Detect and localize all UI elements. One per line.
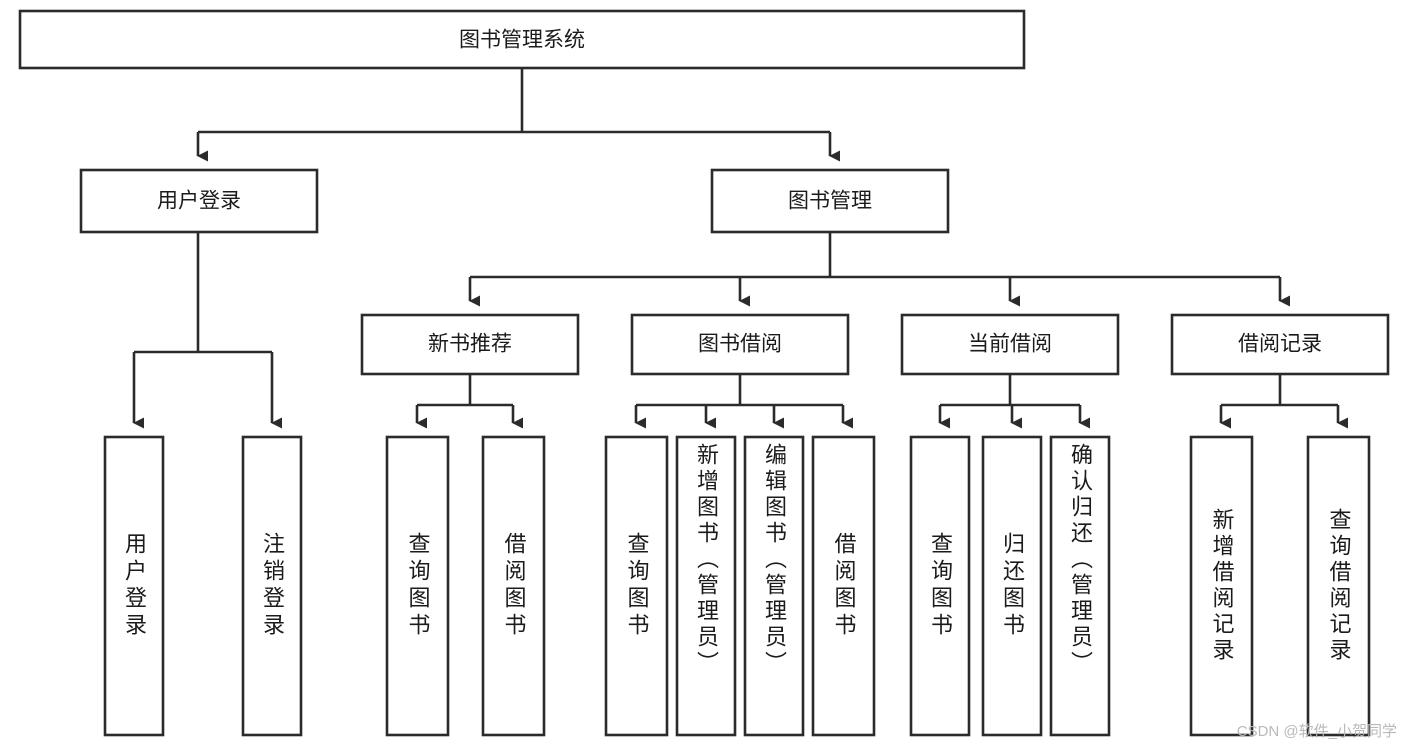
leaf-add-book-admin-label: 新增图书（管理员） <box>694 443 719 677</box>
leaf-query-book-2[interactable] <box>604 435 669 737</box>
leaf-borrow-book-2-label: 借阅图书 <box>831 532 857 640</box>
node-user-login[interactable]: 用户登录 <box>79 168 319 234</box>
leaf-confirm-return-admin-label: 确认归还（管理员） <box>1068 443 1093 677</box>
node-book-manage[interactable]: 图书管理 <box>710 168 950 234</box>
leaf-borrow-book-2[interactable] <box>811 435 876 737</box>
leaf-return-book-rect[interactable] <box>981 435 1043 737</box>
leaf-confirm-return-admin-rect[interactable] <box>1049 435 1111 737</box>
leaf-add-book-admin-label-wrap: 新增图书（管理员） <box>677 443 735 735</box>
leaf-borrow-book-2-label-wrap: 借阅图书 <box>813 437 874 735</box>
connector-layer <box>132 68 1349 429</box>
leaf-confirm-return-admin-label-wrap: 确认归还（管理员） <box>1051 443 1109 735</box>
leaf-edit-book-admin-label: 编辑图书（管理员） <box>762 443 787 677</box>
leaf-confirm-return-admin[interactable] <box>1049 435 1111 737</box>
leaf-query-book-3-label-wrap: 查询图书 <box>911 437 969 735</box>
leaf-query-book-3[interactable] <box>909 435 971 737</box>
leaf-query-borrow-record-label: 查询借阅记录 <box>1326 508 1352 664</box>
leaf-return-book-label-wrap: 归还图书 <box>983 437 1041 735</box>
leaf-user-login-label-wrap: 用户登录 <box>105 437 163 735</box>
leaf-query-book-2-rect[interactable] <box>604 435 669 737</box>
leaf-query-book-2-label: 查询图书 <box>624 532 650 640</box>
leaf-user-login-label: 用户登录 <box>122 532 147 640</box>
leaf-borrow-book-1[interactable] <box>481 435 546 737</box>
leaf-edit-book-admin-label-wrap: 编辑图书（管理员） <box>745 443 803 735</box>
node-current-borrow[interactable]: 当前借阅 <box>900 313 1120 376</box>
leaf-borrow-book-1-label: 借阅图书 <box>501 532 527 640</box>
leaf-add-borrow-record-label: 新增借阅记录 <box>1209 508 1235 664</box>
leaf-return-book[interactable] <box>981 435 1043 737</box>
node-new-book-recommend-rect[interactable] <box>360 313 580 376</box>
leaf-query-book-1-rect[interactable] <box>385 435 450 737</box>
leaf-query-book-3-label: 查询图书 <box>928 532 953 640</box>
watermark: CSDN @软件_小贺同学 <box>1236 723 1397 740</box>
node-user-login-label: 用户登录 <box>157 190 241 213</box>
leaf-query-book-1[interactable] <box>385 435 450 737</box>
leaf-query-borrow-record-label-wrap: 查询借阅记录 <box>1308 437 1369 735</box>
leaf-add-book-admin-rect[interactable] <box>675 435 737 737</box>
leaf-borrow-book-1-rect[interactable] <box>481 435 546 737</box>
node-root[interactable]: 图书管理系统 <box>18 9 1026 70</box>
node-book-manage-rect[interactable] <box>710 168 950 234</box>
leaf-edit-book-admin[interactable] <box>743 435 805 737</box>
leaf-user-logout[interactable] <box>241 435 303 737</box>
leaf-query-borrow-record[interactable] <box>1306 435 1371 737</box>
leaf-return-book-label: 归还图书 <box>1000 532 1025 640</box>
node-book-manage-label: 图书管理 <box>788 190 872 213</box>
node-borrow-record-rect[interactable] <box>1170 313 1390 376</box>
node-borrow-record-label: 借阅记录 <box>1238 333 1322 356</box>
node-user-login-rect[interactable] <box>79 168 319 234</box>
leaf-user-login-rect[interactable] <box>103 435 165 737</box>
node-borrow-record[interactable]: 借阅记录 <box>1170 313 1390 376</box>
leaf-add-borrow-record[interactable] <box>1189 435 1254 737</box>
node-root-rect[interactable] <box>18 9 1026 70</box>
leaf-query-book-1-label: 查询图书 <box>405 532 431 640</box>
node-root-label: 图书管理系统 <box>459 29 585 52</box>
node-new-book-recommend[interactable]: 新书推荐 <box>360 313 580 376</box>
node-current-borrow-label: 当前借阅 <box>968 333 1052 356</box>
leaf-borrow-book-2-rect[interactable] <box>811 435 876 737</box>
leaf-query-book-2-label-wrap: 查询图书 <box>606 437 667 735</box>
leaf-edit-book-admin-rect[interactable] <box>743 435 805 737</box>
leaf-add-book-admin[interactable] <box>675 435 737 737</box>
leaf-borrow-book-1-label-wrap: 借阅图书 <box>483 437 544 735</box>
node-book-borrow[interactable]: 图书借阅 <box>630 313 850 376</box>
leaf-user-logout-label: 注销登录 <box>260 532 285 640</box>
leaf-user-logout-rect[interactable] <box>241 435 303 737</box>
node-book-borrow-label: 图书借阅 <box>698 333 782 356</box>
leaf-user-logout-label-wrap: 注销登录 <box>243 437 301 735</box>
node-new-book-recommend-label: 新书推荐 <box>428 333 512 356</box>
leaf-add-borrow-record-label-wrap: 新增借阅记录 <box>1191 437 1252 735</box>
leaf-add-borrow-record-rect[interactable] <box>1189 435 1254 737</box>
leaf-query-book-3-rect[interactable] <box>909 435 971 737</box>
leaf-query-book-1-label-wrap: 查询图书 <box>387 437 448 735</box>
node-layer: 图书管理系统 用户登录 图书管理 新书推荐 图书借阅 当前 <box>18 9 1390 737</box>
node-book-borrow-rect[interactable] <box>630 313 850 376</box>
node-current-borrow-rect[interactable] <box>900 313 1120 376</box>
leaf-user-login[interactable] <box>103 435 165 737</box>
leaf-query-borrow-record-rect[interactable] <box>1306 435 1371 737</box>
